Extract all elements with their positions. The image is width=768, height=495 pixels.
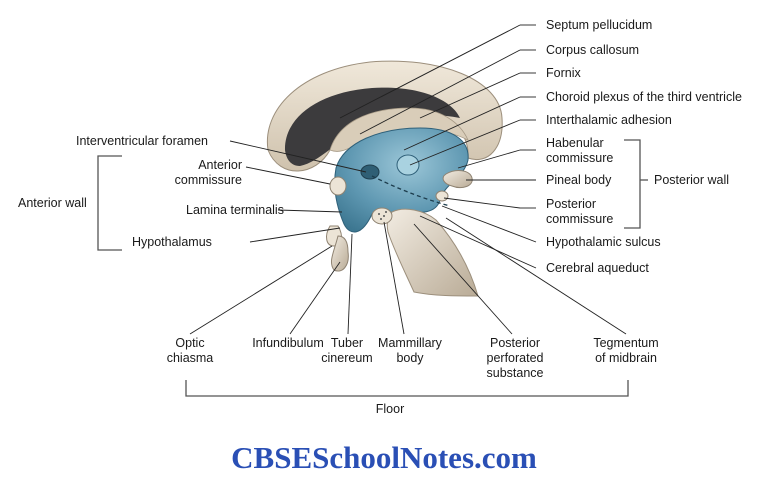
label-posterior-perforated-substance: Posterior perforated substance [486, 336, 544, 380]
label-infundibulum: Infundibulum [252, 336, 324, 350]
label-septum-pellucidum: Septum pellucidum [546, 18, 653, 32]
hypothalamic-sulcus-line [371, 175, 451, 207]
anterior-commissure-shape [329, 176, 347, 196]
interventricular-foramen-shape [360, 164, 380, 180]
label-tegmentum-of-midbrain: Tegmentum of midbrain [593, 336, 659, 365]
third-ventricle-cavity [334, 127, 469, 233]
watermark-text: CBSESchoolNotes.com [231, 440, 537, 475]
label-cerebral-aqueduct: Cerebral aqueduct [546, 261, 649, 275]
posterior-commissure-shape [435, 190, 449, 202]
pineal-body-shape [442, 170, 473, 189]
label-tuber-cinereum: Tuber cinereum [321, 336, 373, 365]
label-posterior-commissure: Posterior commissure [546, 197, 614, 226]
label-fornix: Fornix [546, 66, 581, 80]
label-choroid-plexus: Choroid plexus of the third ventricle [546, 90, 742, 104]
label-posterior-wall: Posterior wall [654, 173, 730, 187]
label-habenular-commissure: Habenular commissure [546, 136, 614, 165]
interthalamic-adhesion-shape [396, 154, 420, 176]
infundibulum-shape [331, 235, 349, 272]
label-lamina-terminalis: Lamina terminalis [186, 203, 284, 217]
label-corpus-callosum: Corpus callosum [546, 43, 640, 57]
label-mammillary-body: Mammillary body [378, 336, 442, 365]
label-interventricular-foramen: Interventricular foramen [76, 134, 209, 148]
leader-lines [189, 24, 627, 335]
septum-pellucidum-shape [284, 87, 460, 166]
mammillary-body-shape [371, 207, 393, 225]
label-anterior-commissure: Anterior commissure [174, 158, 242, 187]
label-hypothalamus: Hypothalamus [132, 235, 212, 249]
label-interthalamic-adhesion: Interthalamic adhesion [546, 113, 672, 127]
label-pineal-body: Pineal body [546, 173, 612, 187]
label-anterior-wall: Anterior wall [18, 196, 87, 210]
label-floor: Floor [375, 402, 405, 416]
bracket-lines [97, 139, 648, 397]
label-optic-chiasma: Optic chiasma [166, 336, 214, 365]
label-hypothalamic-sulcus: Hypothalamic sulcus [546, 235, 661, 249]
midbrain-stem-shape [386, 208, 479, 297]
